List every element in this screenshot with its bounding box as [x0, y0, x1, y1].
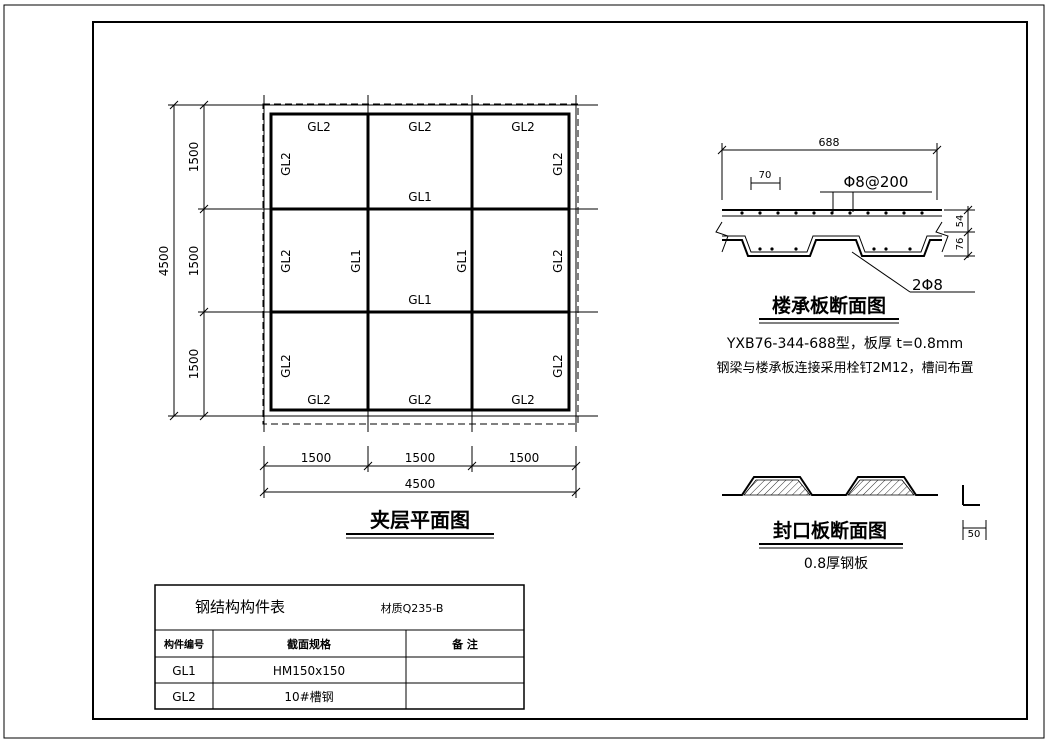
- floor-deck-section: 688 70 Φ8@200: [715, 136, 975, 376]
- deck-spec: YXB76-344-688型，板厚 t=0.8mm: [726, 336, 963, 352]
- table-cell-section: HM150x150: [273, 664, 345, 678]
- table-cell-id: GL2: [172, 690, 196, 704]
- table-material: 材质Q235-B: [381, 601, 444, 615]
- beam-label-gl1: GL1: [455, 249, 469, 273]
- dim-deck-width: 688: [819, 136, 840, 149]
- drawing-frame: [92, 21, 1028, 720]
- plan-title: 夹层平面图: [370, 508, 470, 532]
- beam-label-gl2: GL2: [307, 120, 331, 134]
- dim-left-1: 1500: [187, 142, 201, 173]
- beam-label-gl2: GL2: [511, 393, 535, 407]
- beam-label-gl2: GL2: [279, 249, 293, 273]
- table-header-section: 截面规格: [287, 637, 332, 651]
- beam-label-gl2: GL2: [279, 152, 293, 176]
- beam-label-gl1: GL1: [349, 249, 363, 273]
- seal-section-title: 封口板断面图: [773, 519, 887, 542]
- dim-bottom-3: 1500: [509, 451, 540, 465]
- dim-left-2: 1500: [187, 246, 201, 277]
- bottom-rebar-label: 2Φ8: [912, 276, 943, 294]
- seal-section-subtitle: 0.8厚钢板: [804, 556, 868, 572]
- beam-label-gl2: GL2: [408, 393, 432, 407]
- deck-profile: [722, 239, 942, 257]
- beam-label-gl2: GL2: [279, 354, 293, 378]
- beam-label-gl2: GL2: [408, 120, 432, 134]
- dim-left-total: 4500: [157, 246, 171, 277]
- deck-section-title: 楼承板断面图: [772, 294, 886, 317]
- beam-label-gl2: GL2: [511, 120, 535, 134]
- beam-label-gl2: GL2: [551, 249, 565, 273]
- table-cell-section: 10#槽钢: [284, 690, 333, 704]
- mezzanine-plan: GL2 GL2 GL2 GL1 GL1 GL2 GL2 GL2 GL2 GL2 …: [157, 95, 598, 539]
- seal-plate-profile: [722, 476, 938, 496]
- dim-rib: 70: [759, 170, 772, 181]
- dim-bottom-total: 4500: [405, 477, 436, 491]
- deck-note: 钢梁与楼承板连接采用栓钉2M12，槽间布置: [716, 360, 973, 376]
- rebar-label: Φ8@200: [844, 173, 909, 191]
- table-cell-id: GL1: [172, 664, 196, 678]
- perimeter-beams: [269, 112, 571, 412]
- sheet-border: [3, 4, 1045, 739]
- beam-label-gl2: GL2: [551, 152, 565, 176]
- beam-label-gl2: GL2: [551, 354, 565, 378]
- column-outline-dashed: [262, 103, 579, 425]
- dim-slab-top: 54: [955, 215, 966, 228]
- beam-label-gl1: GL1: [408, 190, 432, 204]
- seal-plate-section: 50 封口板断面图 0.8厚钢板: [722, 476, 987, 572]
- table-header-id: 构件编号: [164, 638, 204, 651]
- beam-label-gl2: GL2: [307, 393, 331, 407]
- steel-member-table: 钢结构构件表 材质Q235-B 构件编号 截面规格 备 注 GL1 HM150x…: [154, 584, 525, 710]
- table-header-remark: 备 注: [451, 637, 478, 651]
- dim-slab-bottom: 76: [955, 238, 966, 251]
- beam-label-gl1: GL1: [408, 293, 432, 307]
- dim-left-3: 1500: [187, 349, 201, 380]
- table-title: 钢结构构件表: [195, 598, 285, 616]
- dim-bottom-1: 1500: [301, 451, 332, 465]
- dim-bottom-2: 1500: [405, 451, 436, 465]
- dim-seal: 50: [968, 529, 981, 540]
